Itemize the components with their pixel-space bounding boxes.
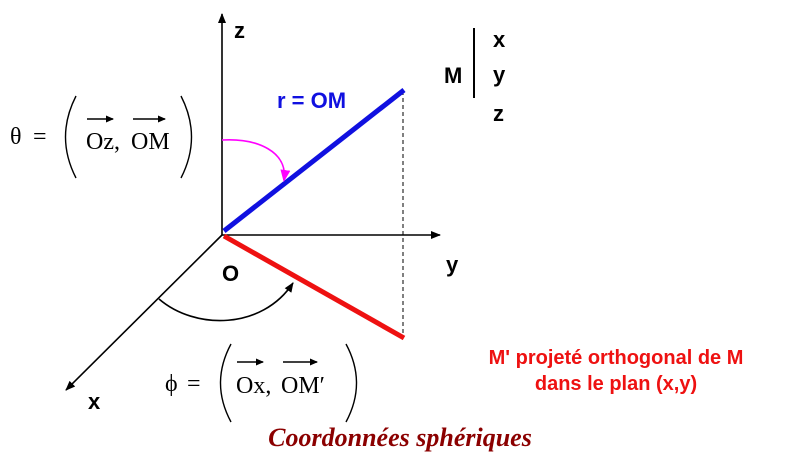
projection-description-line2: dans le plan (x,y): [535, 373, 697, 395]
diagram-caption: Coordonnées sphériques: [268, 423, 532, 452]
x-axis: [65, 234, 223, 391]
phi-symbol: ϕ: [165, 371, 178, 397]
theta-right-paren: [180, 95, 193, 179]
phi-second-vector: OM′: [281, 373, 325, 399]
origin-label: O: [222, 261, 239, 286]
theta-first-vector: Oz,: [86, 129, 120, 155]
theta-formula: θ = Oz, OM: [10, 95, 193, 179]
theta-second-vector: OM: [131, 129, 170, 155]
phi-first-vector: Ox,: [236, 373, 271, 399]
phi-formula: ϕ = Ox, OM′: [165, 343, 358, 423]
phi-equals: =: [187, 371, 201, 397]
theta-arc: [221, 139, 291, 182]
theta-equals: =: [33, 124, 47, 150]
theta-left-paren: [64, 95, 77, 179]
theta-symbol: θ: [10, 124, 22, 150]
z-axis-label: z: [234, 18, 245, 43]
vector-label: r = OM: [277, 88, 346, 113]
point-m-coord-y: y: [493, 62, 506, 87]
projection-description-line1: M' projeté orthogonal de M: [489, 347, 744, 369]
point-m-label: M: [444, 63, 462, 88]
y-axis-label: y: [446, 252, 459, 277]
x-axis-label: x: [88, 389, 101, 414]
projection-om-prime: [222, 233, 406, 341]
phi-right-paren: [345, 343, 358, 423]
point-m-coord-z: z: [493, 101, 504, 126]
phi-arc: [158, 282, 294, 322]
phi-left-paren: [219, 343, 232, 423]
vector-om: [222, 88, 406, 233]
point-m-coord-x: x: [493, 27, 506, 52]
